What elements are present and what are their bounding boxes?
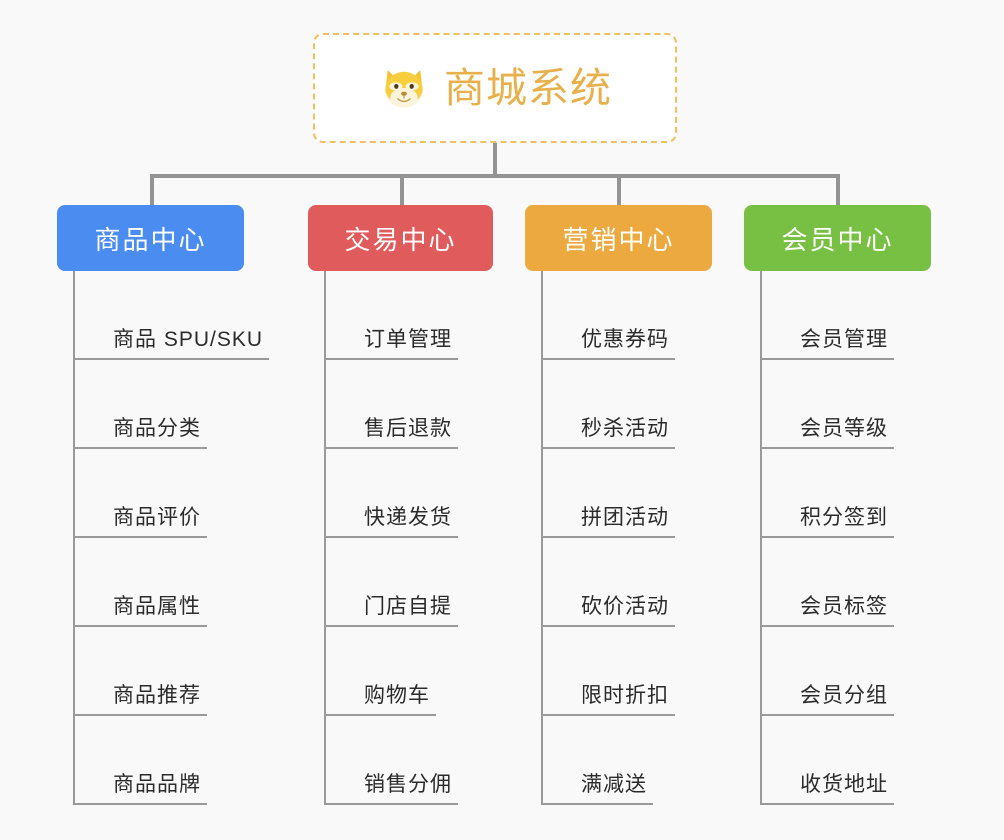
leaf-label: 订单管理 [364,328,452,351]
connector-drop-2 [400,174,404,205]
category-label-2: 交易中心 [344,224,457,255]
list-item[interactable]: 秒杀活动 [543,360,712,449]
leaf-label: 拼团活动 [581,506,669,529]
list-item[interactable]: 商品评价 [75,449,244,538]
leaf-underline [762,803,894,805]
list-item[interactable]: 订单管理 [326,271,493,360]
list-item[interactable]: 商品分类 [75,360,244,449]
leaf-underline [75,447,207,449]
list-item[interactable]: 收货地址 [762,716,931,805]
leaf-underline [543,625,675,627]
connector-horizontal-bus [150,174,840,178]
leaf-underline [543,358,675,360]
leaf-label: 商品 SPU/SKU [113,328,264,351]
category-box-1[interactable]: 商品中心 [57,205,244,271]
leaf-underline [762,358,894,360]
leaf-label: 积分签到 [800,506,888,529]
leaf-underline [75,714,207,716]
list-item[interactable]: 商品 SPU/SKU [75,271,269,360]
list-item[interactable]: 会员标签 [762,538,931,627]
leaf-label: 售后退款 [364,417,452,440]
category-box-4[interactable]: 会员中心 [744,205,931,271]
leaf-underline [75,803,207,805]
list-item[interactable]: 销售分佣 [326,716,493,805]
leaf-label: 商品品牌 [113,773,201,796]
leaf-underline [543,536,675,538]
list-item[interactable]: 会员等级 [762,360,931,449]
leaf-underline [326,803,458,805]
category-label-1: 商品中心 [94,224,207,255]
category-label-3: 营销中心 [562,224,675,255]
list-item[interactable]: 快递发货 [326,449,493,538]
leaf-label: 限时折扣 [581,684,669,707]
leaf-underline [543,803,653,805]
leaf-label: 商品属性 [113,595,201,618]
list-item[interactable]: 售后退款 [326,360,493,449]
leaf-label: 会员分组 [800,684,888,707]
list-item[interactable]: 会员管理 [762,271,931,360]
list-item[interactable]: 优惠券码 [543,271,712,360]
list-item[interactable]: 门店自提 [326,538,493,627]
list-item[interactable]: 购物车 [326,627,493,716]
leaf-underline [75,625,207,627]
leaf-label: 收货地址 [800,773,888,796]
list-item[interactable]: 商品品牌 [75,716,244,805]
leaf-label: 砍价活动 [581,595,669,618]
leaf-underline [326,536,458,538]
leaf-underline [326,358,458,360]
list-item[interactable]: 积分签到 [762,449,931,538]
list-item[interactable]: 会员分组 [762,627,931,716]
leaf-underline [543,714,675,716]
dog-face-icon [378,62,430,114]
connector-drop-1 [150,174,154,205]
root-title: 商城系统 [444,64,612,111]
branch-column-3: 营销中心 优惠券码 秒杀活动 拼团活动 砍价活动 限时折扣 [525,205,712,805]
category-box-2[interactable]: 交易中心 [308,205,493,271]
leaf-underline [762,625,894,627]
leaf-underline [762,536,894,538]
list-item[interactable]: 砍价活动 [543,538,712,627]
leaf-underline [75,536,207,538]
branch-column-2: 交易中心 订单管理 售后退款 快递发货 门店自提 购物车 [308,205,493,805]
list-item[interactable]: 限时折扣 [543,627,712,716]
leaf-underline [326,447,458,449]
leaf-label: 满减送 [581,773,647,796]
leaf-label: 购物车 [364,684,430,707]
leaf-underline [762,714,894,716]
leaf-list-2: 订单管理 售后退款 快递发货 门店自提 购物车 销售分佣 [324,271,493,805]
list-item[interactable]: 满减送 [543,716,712,805]
leaf-underline [326,714,436,716]
connector-drop-4 [836,174,840,205]
leaf-label: 销售分佣 [364,773,452,796]
leaf-label: 会员等级 [800,417,888,440]
branch-column-1: 商品中心 商品 SPU/SKU 商品分类 商品评价 商品属性 商品推荐 [57,205,269,805]
category-label-4: 会员中心 [781,224,894,255]
connector-drop-3 [617,174,621,205]
leaf-label: 优惠券码 [581,328,669,351]
leaf-label: 会员标签 [800,595,888,618]
leaf-label: 秒杀活动 [581,417,669,440]
leaf-label: 商品评价 [113,506,201,529]
leaf-underline [75,358,269,360]
list-item[interactable]: 商品属性 [75,538,244,627]
leaf-label: 商品推荐 [113,684,201,707]
leaf-underline [326,625,458,627]
leaf-label: 快递发货 [364,506,452,529]
root-node[interactable]: 商城系统 [313,33,677,143]
list-item[interactable]: 商品推荐 [75,627,244,716]
connector-root-vertical [493,143,497,178]
list-item[interactable]: 拼团活动 [543,449,712,538]
leaf-list-1: 商品 SPU/SKU 商品分类 商品评价 商品属性 商品推荐 商品品牌 [73,271,269,805]
category-box-3[interactable]: 营销中心 [525,205,712,271]
leaf-label: 会员管理 [800,328,888,351]
leaf-label: 商品分类 [113,417,201,440]
leaf-underline [543,447,675,449]
leaf-list-4: 会员管理 会员等级 积分签到 会员标签 会员分组 收货地址 [760,271,931,805]
leaf-underline [762,447,894,449]
leaf-label: 门店自提 [364,595,452,618]
leaf-list-3: 优惠券码 秒杀活动 拼团活动 砍价活动 限时折扣 满减送 [541,271,712,805]
branch-column-4: 会员中心 会员管理 会员等级 积分签到 会员标签 会员分组 [744,205,931,805]
